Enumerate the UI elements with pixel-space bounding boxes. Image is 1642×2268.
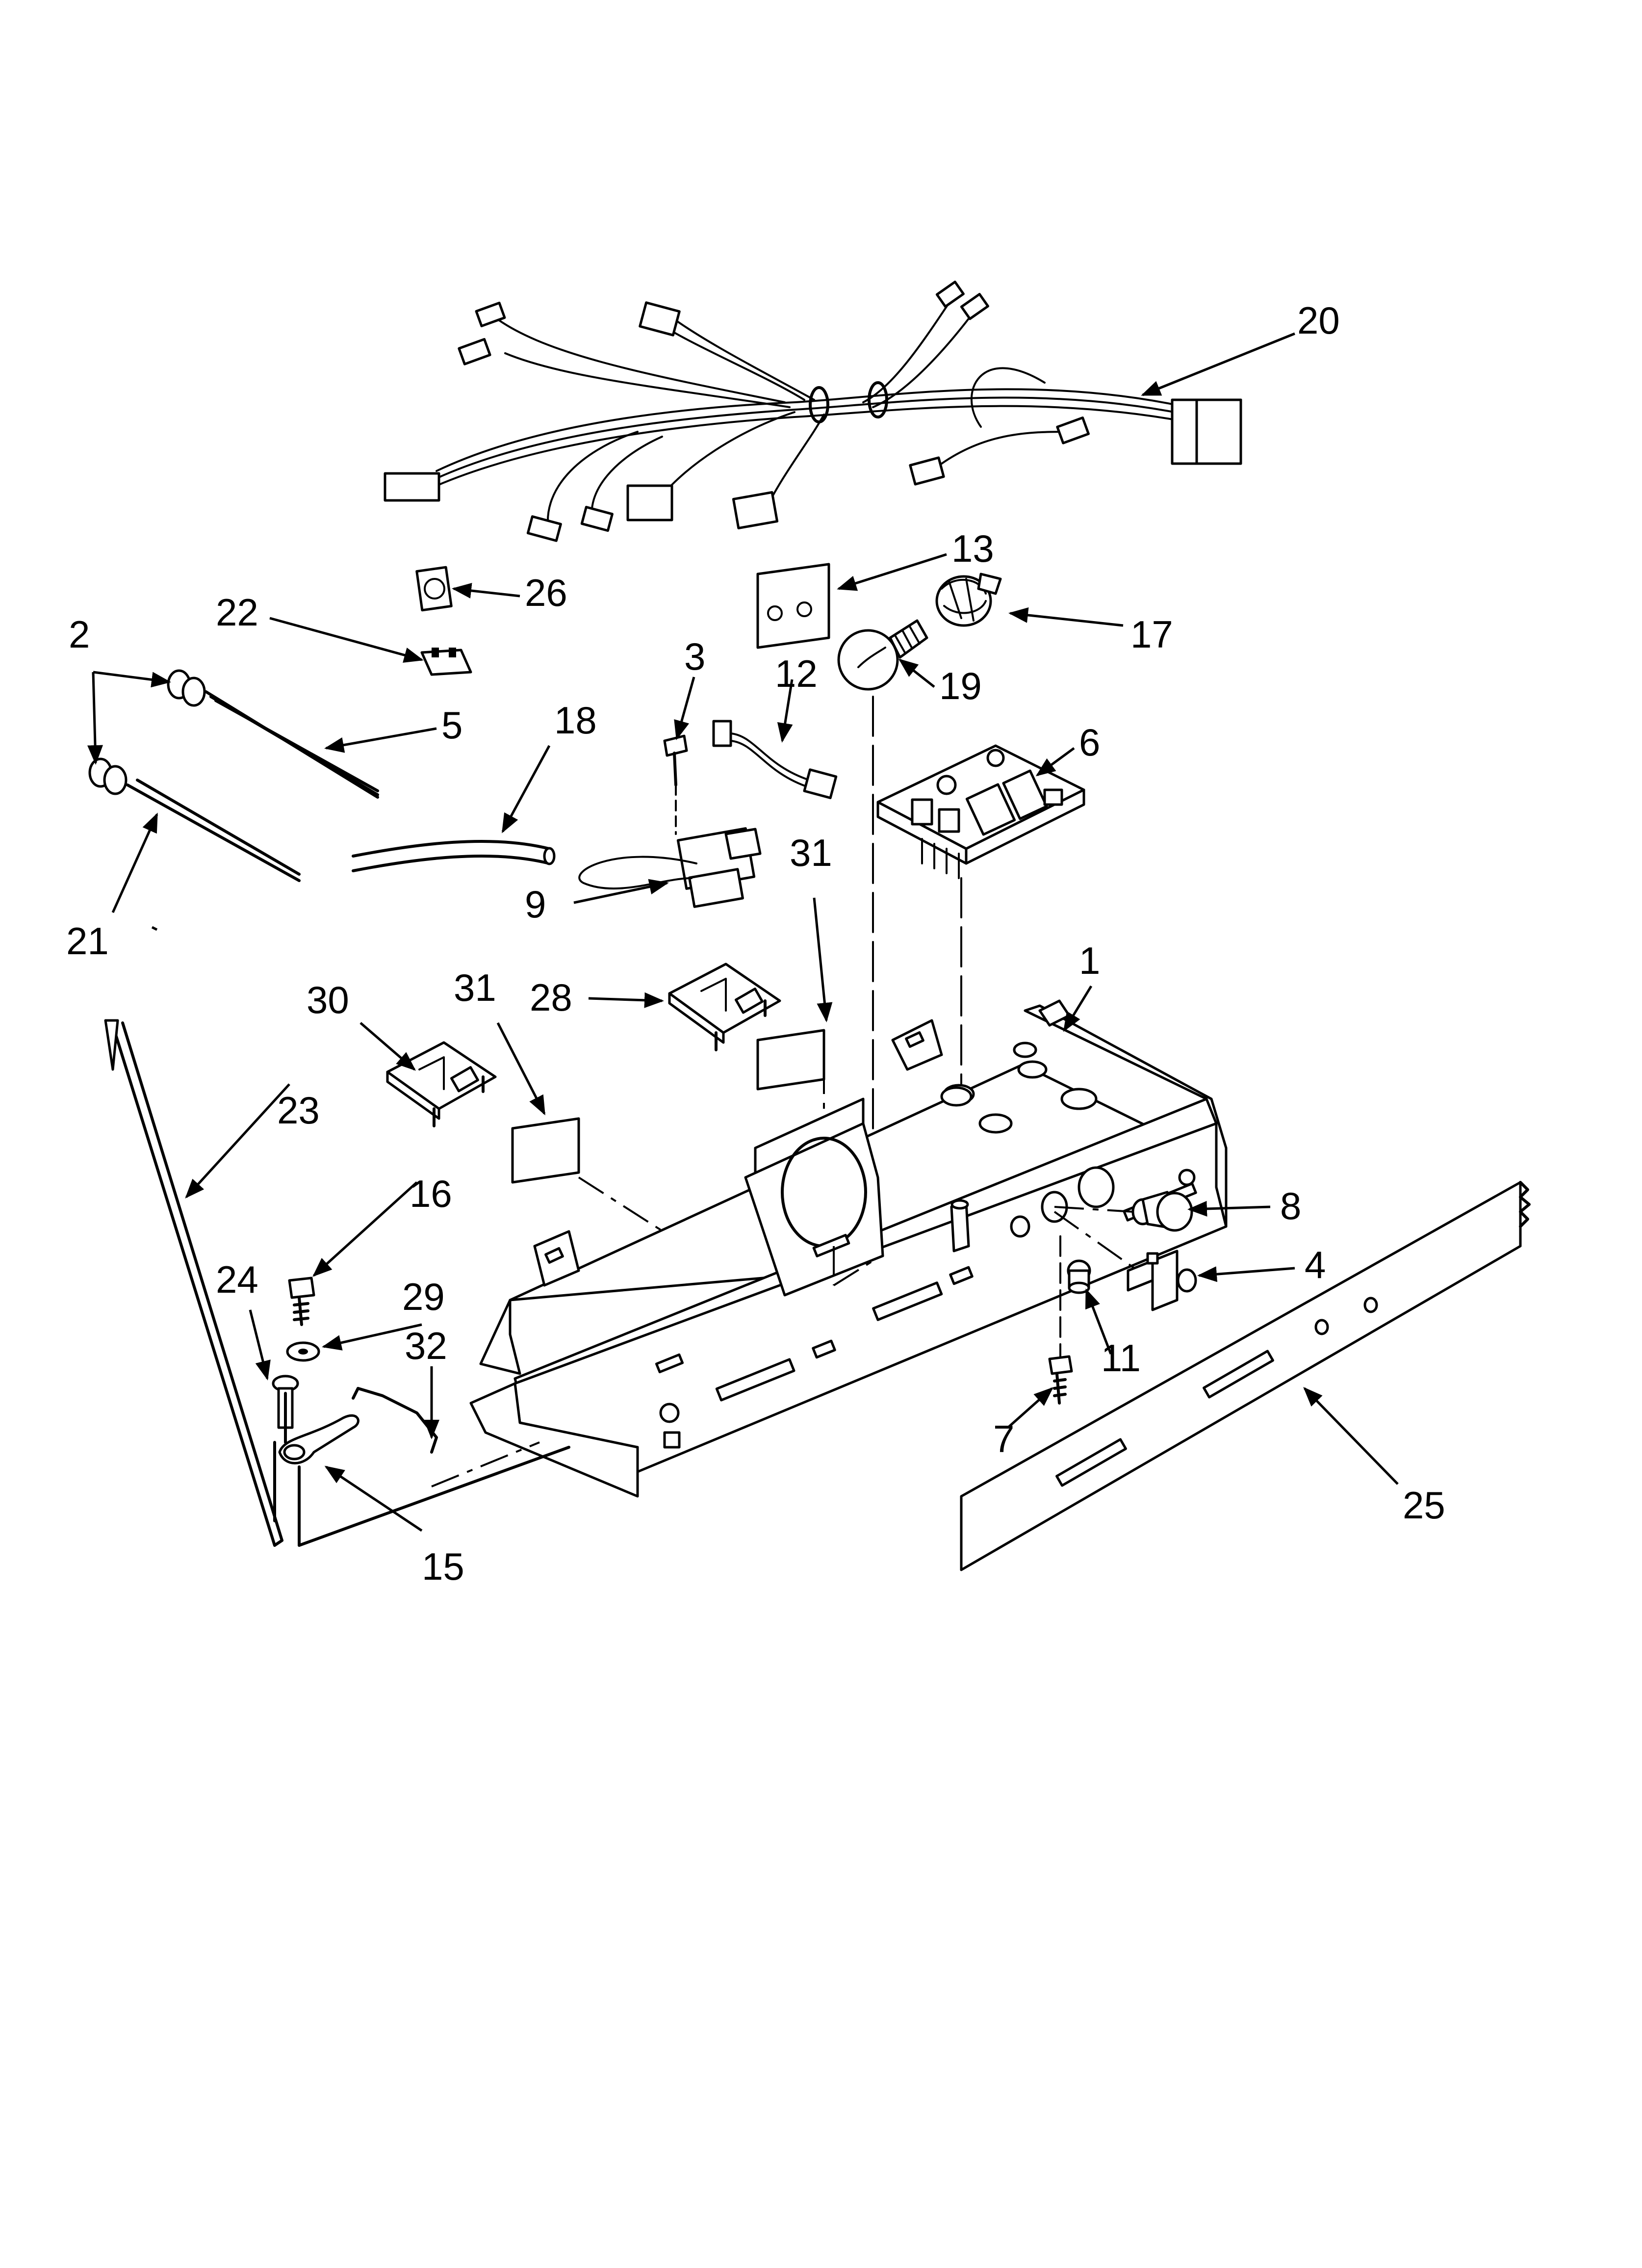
label-31-left: 31 [454,966,496,1009]
leader-arrows [87,332,1399,1532]
label-20: 20 [1297,299,1340,342]
part-17-socket [935,573,1002,627]
part-30-bracket [386,1041,497,1127]
label-21: 21 [66,919,109,963]
part-18-tube [352,839,556,872]
part-23-rod [104,1019,283,1547]
label-32: 32 [405,1324,447,1367]
label-26: 26 [525,571,567,614]
label-12: 12 [775,652,818,695]
label-15: 15 [422,1545,464,1588]
label-19: 19 [939,664,982,707]
label-7: 7 [993,1417,1014,1460]
part-1-control-housing [469,999,1228,1498]
capillary-tubes-parts-5-21 [88,669,379,882]
label-11: 11 [1101,1336,1141,1380]
label-6: 6 [1079,721,1100,764]
label-28: 28 [530,976,572,1019]
label-13: 13 [951,527,994,570]
label-29: 29 [402,1275,445,1318]
part-25-panel [960,1181,1531,1571]
part-22-bracket [420,648,472,676]
label-2: 2 [69,613,90,656]
part-number-labels: 20 13 26 17 22 2 3 12 19 5 18 6 31 9 21 … [66,299,1445,1588]
part-24-spacer [272,1375,299,1444]
part-16-screw [288,1277,315,1326]
label-18: 18 [554,699,597,742]
part-3-screw [663,734,688,835]
label-8: 8 [1280,1184,1301,1227]
part-8-knob [1054,1191,1193,1232]
part-4-switch [1053,1211,1197,1311]
label-30: 30 [307,978,349,1021]
wire-harness-part-20 [384,281,1242,542]
label-22: 22 [216,591,258,634]
part-31-label-right [756,1029,825,1109]
part-29-washer [286,1341,320,1362]
label-17: 17 [1130,613,1173,656]
label-24: 24 [216,1258,258,1301]
part-15-bracket [273,1414,570,1547]
part-11-plug [1067,1259,1091,1294]
label-16: 16 [410,1172,452,1215]
part-26-clip [415,566,453,612]
label-4: 4 [1305,1243,1326,1286]
label-25: 25 [1403,1484,1445,1527]
label-1: 1 [1079,939,1100,982]
part-13-pad [756,563,830,649]
part-28-bracket [668,963,781,1051]
label-5: 5 [441,704,462,747]
label-23: 23 [277,1089,320,1132]
part-7-screw [1048,1235,1073,1405]
part-32-wire-clip [352,1387,438,1454]
part-6-control-board [876,744,1085,1100]
label-31-right: 31 [790,831,832,874]
part-19-light-bulb [837,619,928,1169]
label-9: 9 [525,883,546,926]
part-12-wire-lead [712,720,838,799]
label-3: 3 [684,635,705,678]
